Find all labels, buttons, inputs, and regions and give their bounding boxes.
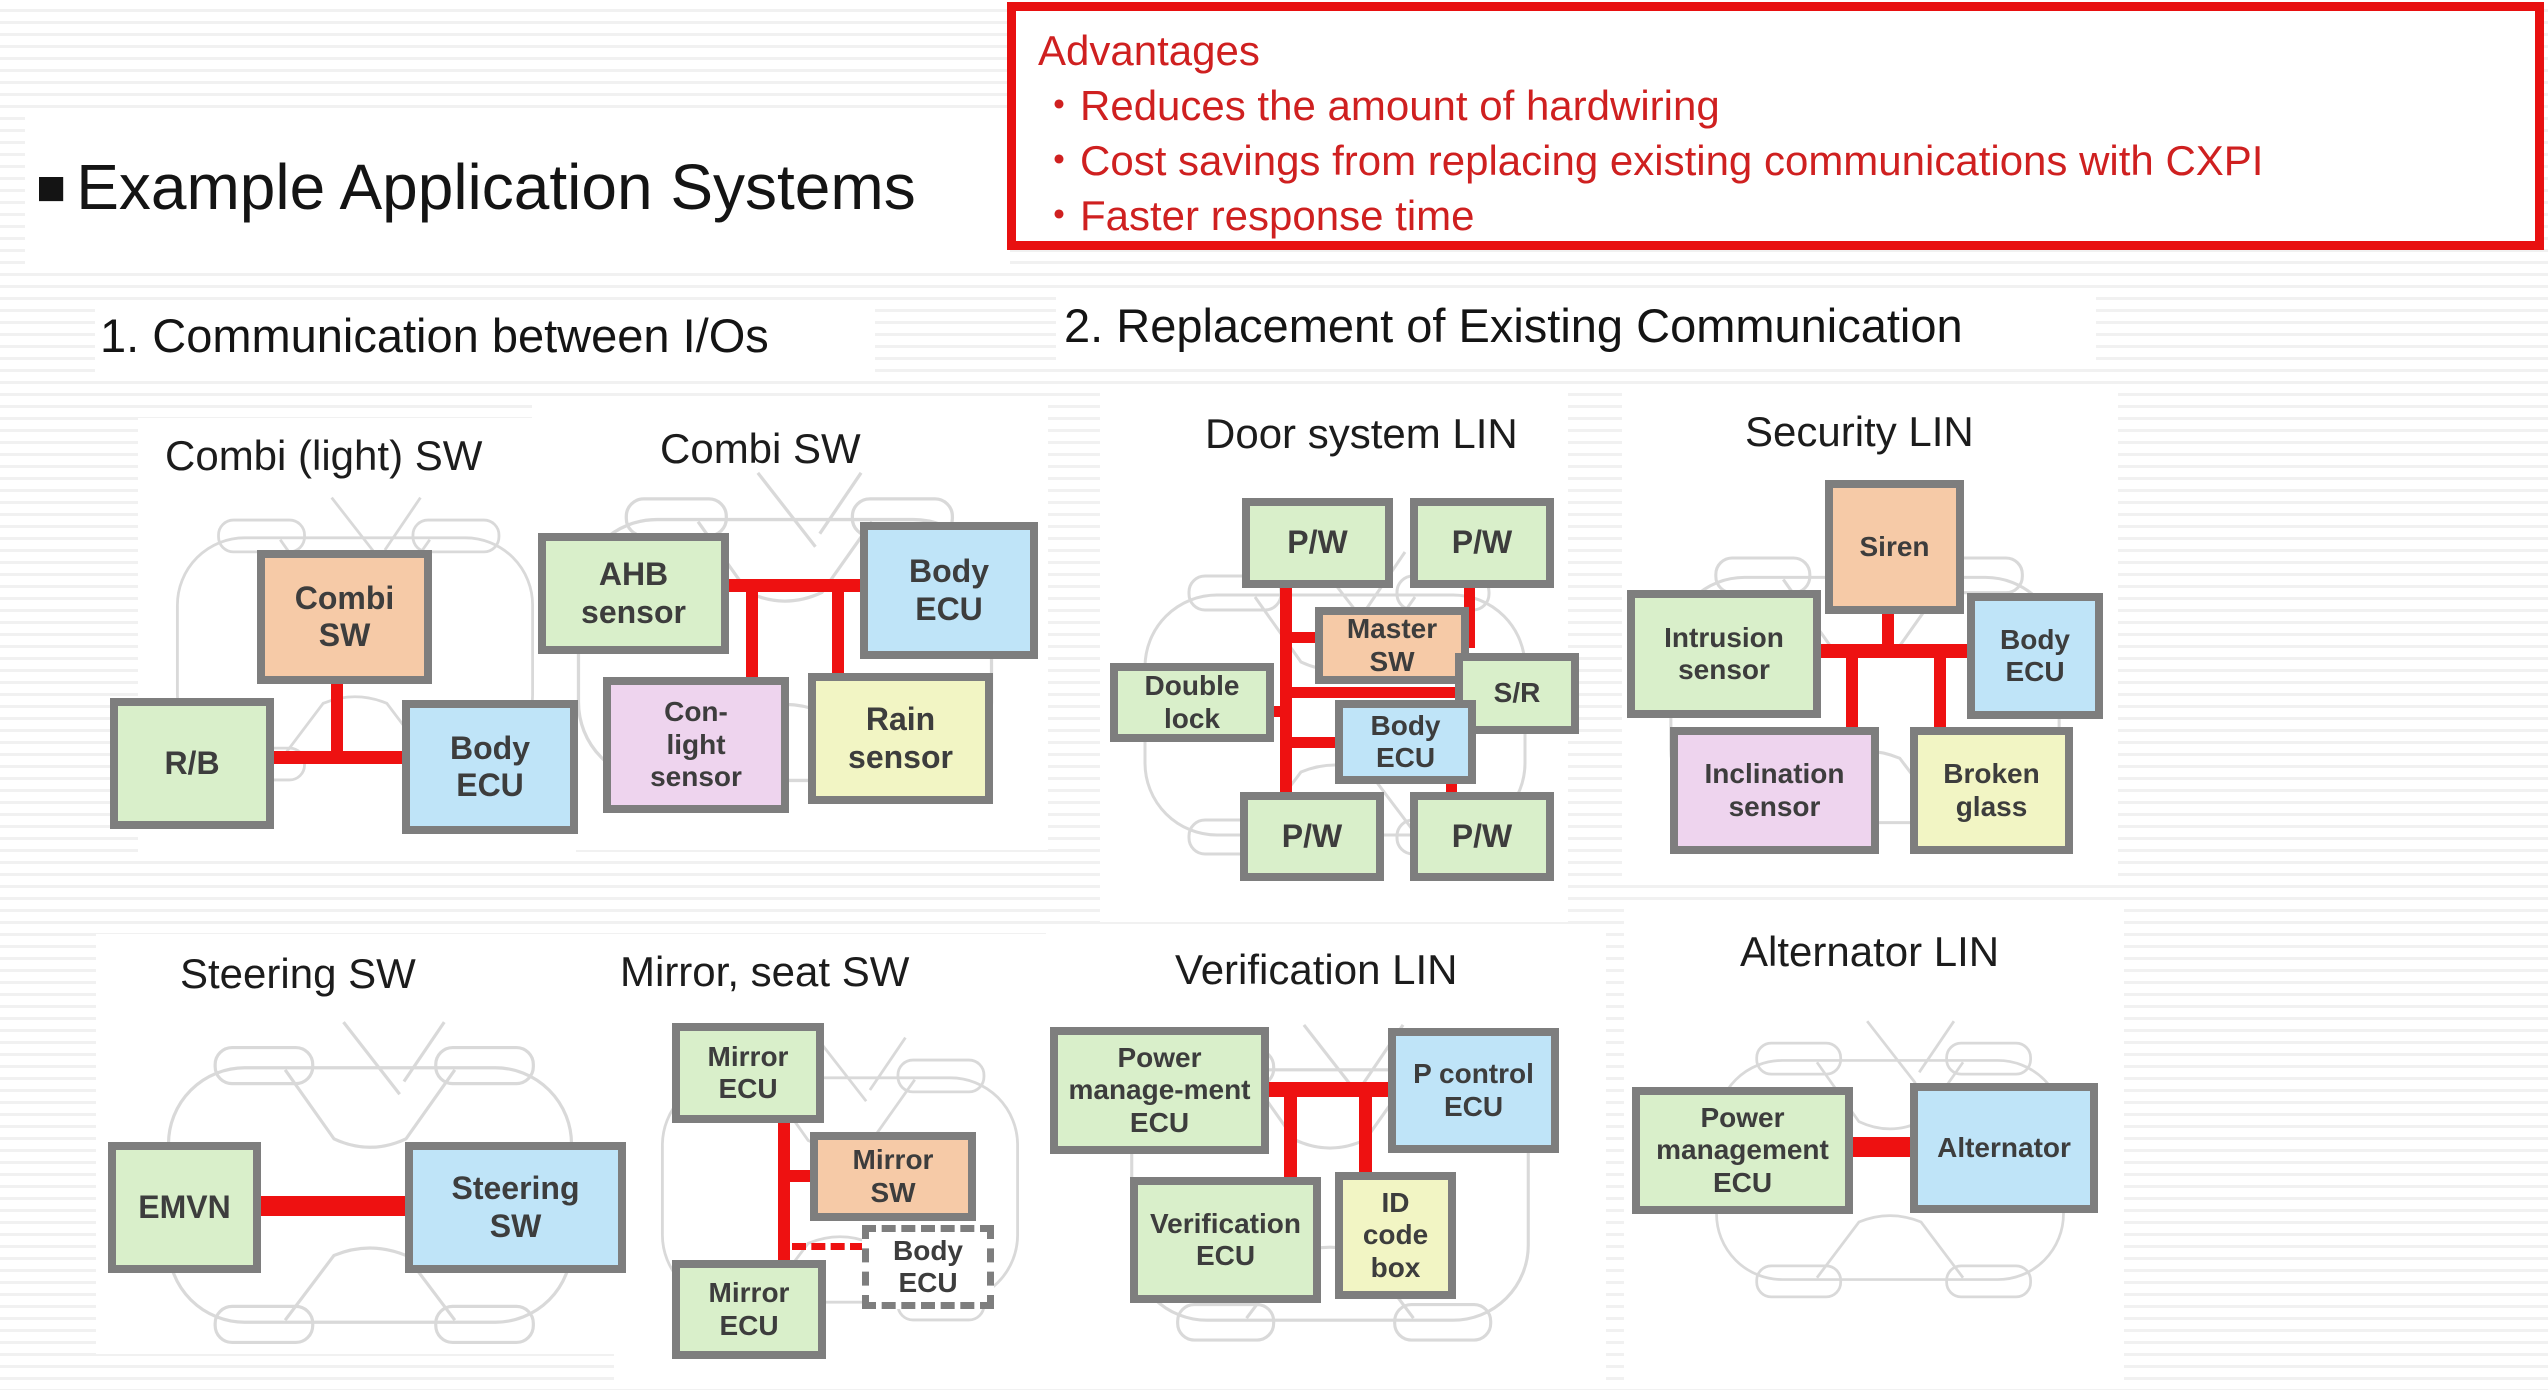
connector-line bbox=[1280, 687, 1466, 698]
connector-line bbox=[746, 588, 758, 679]
diagram-title-security-lin: Security LIN bbox=[1745, 408, 1974, 455]
node-pw: P/W bbox=[1240, 792, 1384, 881]
connector-line bbox=[1280, 632, 1326, 643]
node-con-light-sensor: Con- light sensor bbox=[603, 677, 789, 813]
section-heading-1: 1. Communication between I/Os bbox=[100, 309, 769, 362]
panel-section-1 bbox=[95, 300, 875, 372]
section-heading-2: 2. Replacement of Existing Communication bbox=[1064, 299, 1963, 352]
panel-title bbox=[25, 115, 1010, 270]
node-mirror-sw: Mirror SW bbox=[810, 1132, 976, 1221]
connector-line bbox=[272, 751, 404, 764]
advantages-callout: Advantages ・Reduces the amount of hardwi… bbox=[1007, 2, 2544, 250]
node-verification-ecu: Verification ECU bbox=[1130, 1177, 1321, 1303]
node-mirror-ecu: Mirror ECU bbox=[672, 1260, 826, 1359]
connector-line bbox=[1852, 1137, 1910, 1157]
connector-line bbox=[1934, 656, 1946, 729]
connector-line bbox=[1359, 1095, 1372, 1174]
node-p-control-ecu: P control ECU bbox=[1388, 1028, 1559, 1153]
node-alternator: Alternator bbox=[1910, 1083, 2098, 1213]
node-body-ecu: Body ECU bbox=[402, 700, 578, 834]
node-mirror-ecu: Mirror ECU bbox=[672, 1023, 824, 1123]
node-ahb-sensor: AHB sensor bbox=[538, 533, 729, 654]
square-bullet-icon: ■ bbox=[36, 159, 67, 215]
connector-line bbox=[1846, 656, 1858, 729]
node-master-sw: Master SW bbox=[1315, 607, 1469, 684]
connector-line bbox=[1882, 612, 1894, 646]
node-rb: R/B bbox=[110, 698, 274, 829]
diagram-title-mirror-seat-sw: Mirror, seat SW bbox=[620, 948, 910, 995]
connector-line bbox=[1268, 1082, 1388, 1097]
node-intrusion-sensor: Intrusion sensor bbox=[1627, 590, 1821, 718]
connector-line bbox=[832, 588, 844, 675]
connector-line bbox=[778, 1121, 790, 1262]
diagram-title-verification-lin: Verification LIN bbox=[1175, 946, 1458, 993]
panel-section-2 bbox=[1056, 292, 2096, 368]
diagram-title-alternator-lin: Alternator LIN bbox=[1740, 928, 2000, 975]
node-combi-sw: Combi SW bbox=[257, 550, 432, 684]
node-power-management-ecu: Power management ECU bbox=[1632, 1087, 1853, 1214]
node-broken-glass: Broken glass bbox=[1910, 727, 2073, 854]
connector-line bbox=[1280, 737, 1346, 748]
node-body-ecu: Body ECU bbox=[860, 522, 1038, 659]
diagram-title-steering-sw: Steering SW bbox=[180, 950, 416, 997]
node-body-ecu-dashed: Body ECU bbox=[862, 1225, 994, 1309]
node-body-ecu: Body ECU bbox=[1335, 700, 1476, 784]
connector-line bbox=[788, 1170, 814, 1182]
node-inclination-sensor: Inclination sensor bbox=[1670, 727, 1879, 854]
advantages-item: ・Cost savings from replacing existing co… bbox=[1038, 137, 2264, 184]
node-pw: P/W bbox=[1410, 498, 1554, 588]
connector-line bbox=[1820, 644, 1968, 658]
diagram-title-combi-light: Combi (light) SW bbox=[165, 432, 483, 479]
connector-line-dashed bbox=[792, 1243, 864, 1250]
connector-line bbox=[1266, 706, 1292, 717]
page-title: ■ Example Application Systems bbox=[36, 150, 916, 224]
node-siren: Siren bbox=[1825, 480, 1964, 614]
connector-line bbox=[1464, 586, 1475, 648]
advantages-item: ・Reduces the amount of hardwiring bbox=[1038, 82, 1720, 129]
node-double-lock: Double lock bbox=[1110, 663, 1274, 742]
diagram-title-door-lin: Door system LIN bbox=[1205, 410, 1518, 457]
panel-verification bbox=[1046, 924, 1606, 1386]
connector-line bbox=[331, 683, 343, 764]
connector-line bbox=[259, 1196, 406, 1216]
node-emvn: EMVN bbox=[108, 1142, 261, 1273]
node-id-code-box: ID code box bbox=[1335, 1172, 1456, 1299]
advantages-title: Advantages bbox=[1038, 27, 1260, 74]
advantages-item: ・Faster response time bbox=[1038, 192, 1475, 239]
node-pw: P/W bbox=[1242, 498, 1393, 588]
node-body-ecu: Body ECU bbox=[1967, 593, 2103, 719]
node-power-management-ecu: Power manage-ment ECU bbox=[1050, 1027, 1269, 1154]
diagram-title-combi-sw: Combi SW bbox=[660, 425, 861, 472]
node-steering-sw: Steering SW bbox=[405, 1142, 626, 1273]
node-sr: S/R bbox=[1455, 653, 1579, 734]
connector-line bbox=[729, 579, 860, 592]
node-pw: P/W bbox=[1410, 792, 1554, 881]
page-title-text: Example Application Systems bbox=[76, 151, 916, 223]
connector-line bbox=[1284, 1095, 1297, 1179]
node-rain-sensor: Rain sensor bbox=[808, 673, 993, 804]
